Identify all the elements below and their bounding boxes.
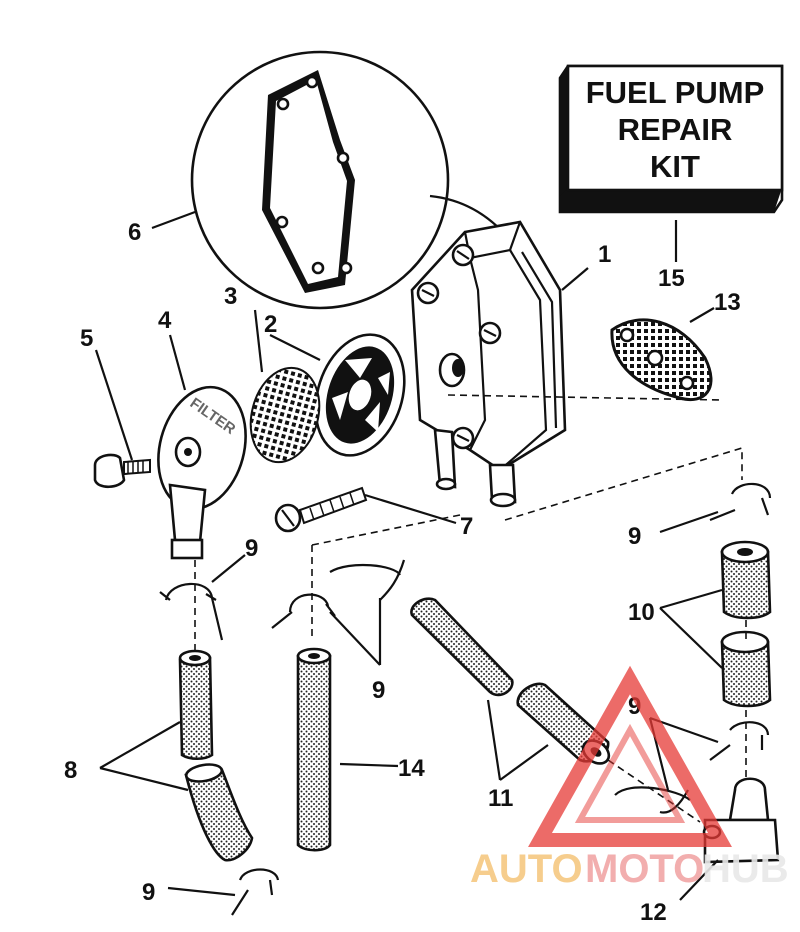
kit-label-line1: FUEL PUMP xyxy=(586,75,765,110)
callout-13: 13 xyxy=(714,289,741,316)
callout-6: 6 xyxy=(128,219,141,246)
routing-lines xyxy=(194,394,747,823)
callout-14: 14 xyxy=(398,755,425,782)
callout-15: 15 xyxy=(658,265,685,292)
filter-screen xyxy=(249,366,321,464)
callout-2: 2 xyxy=(264,311,277,338)
hoses-part-10 xyxy=(720,540,772,708)
fuel-pump-body xyxy=(410,220,567,508)
callout-8: 8 xyxy=(64,757,77,784)
watermark-moto: MOTO xyxy=(585,847,704,891)
watermark: AUTO MOTO HUB xyxy=(470,665,789,891)
repair-kit-box: FUEL PUMP REPAIR KIT xyxy=(558,64,784,214)
leader-lines xyxy=(94,210,723,901)
callout-3: 3 xyxy=(224,283,237,310)
kit-label-line2: REPAIR xyxy=(618,112,733,147)
hose-part-14 xyxy=(296,647,332,852)
filter-cover: FILTER xyxy=(157,385,247,560)
kit-label-line3: KIT xyxy=(650,149,700,184)
hoses-part-8 xyxy=(178,649,254,862)
screw-part-7 xyxy=(274,486,368,533)
callout-10: 10 xyxy=(628,599,655,626)
callout-11: 11 xyxy=(488,785,513,812)
callout-9-bottom-left: 9 xyxy=(142,879,155,906)
callout-5: 5 xyxy=(80,325,93,352)
callout-12: 12 xyxy=(640,899,667,926)
watermark-triangle-icon xyxy=(528,665,732,847)
watermark-hub: HUB xyxy=(702,847,789,891)
diaphragm-plate xyxy=(314,333,406,457)
gasket-part-13 xyxy=(610,318,713,401)
callout-7: 7 xyxy=(460,513,473,540)
callout-9-middle: 9 xyxy=(372,677,385,704)
hoses-part-11 xyxy=(410,597,611,765)
callout-9-right: 9 xyxy=(628,523,641,550)
screw-part-5 xyxy=(93,453,151,489)
callout-9-top-left: 9 xyxy=(245,535,258,562)
callout-numbers: 1 2 3 4 5 6 7 8 9 9 9 9 9 10 11 12 13 14… xyxy=(64,219,741,926)
callout-1: 1 xyxy=(598,241,611,268)
callout-4: 4 xyxy=(158,307,172,334)
watermark-auto: AUTO xyxy=(470,847,583,891)
